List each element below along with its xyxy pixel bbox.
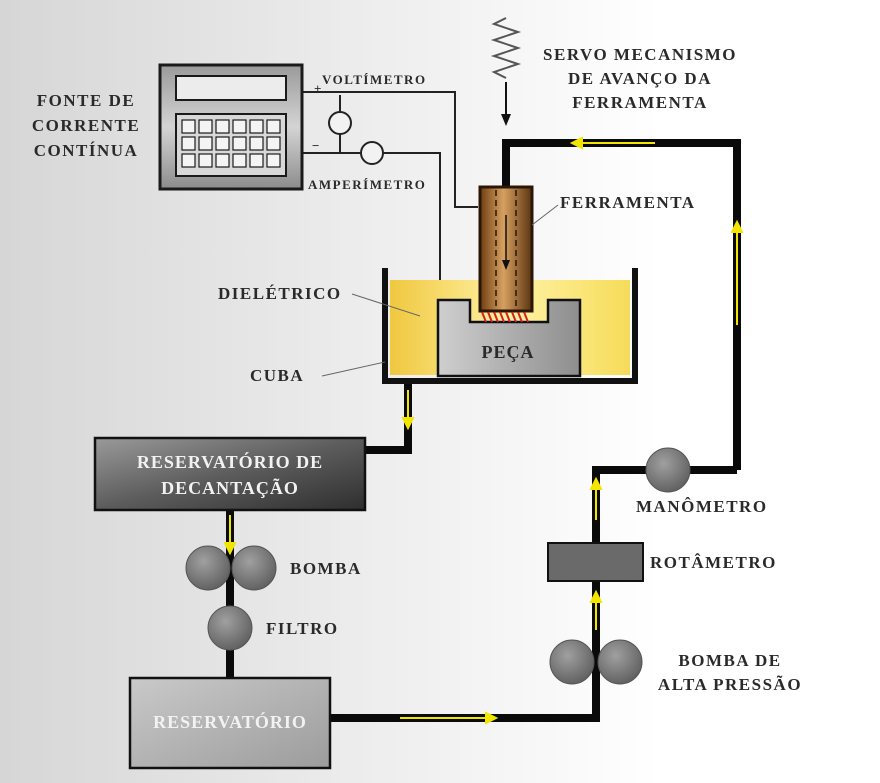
pump <box>185 545 277 591</box>
rotameter <box>547 542 644 582</box>
filter <box>207 605 253 651</box>
keypad-key <box>181 153 196 168</box>
keypad-key <box>232 153 247 168</box>
power-source-label-line-2: CORRENTE <box>32 116 140 135</box>
servo-label-line-1: SERVO MECANISMO <box>543 45 737 64</box>
pipe-tank-to-settling <box>365 382 412 454</box>
servo-label-line-2: DE AVANÇO DA <box>568 69 712 88</box>
servo-label: SERVO MECANISMO DE AVANÇO DA FERRAMENTA <box>543 45 737 112</box>
leader-lines <box>321 204 559 377</box>
power-source-label-line-3: CONTÍNUA <box>34 141 139 160</box>
keypad-key <box>198 119 213 134</box>
servo-feed-arrow <box>501 114 511 126</box>
power-supply <box>158 63 304 191</box>
keypad-key <box>215 136 230 151</box>
polarity-plus: + <box>314 81 323 96</box>
high-pressure-pump-label: BOMBA DE ALTA PRESSÃO <box>658 651 802 694</box>
settling-reservoir <box>93 436 367 512</box>
reservoir <box>128 676 332 770</box>
keypad-key <box>181 119 196 134</box>
flow-arrows <box>223 136 744 725</box>
settling-reservoir-label: RESERVATÓRIO DE DECANTAÇÃO <box>137 451 323 498</box>
dielectric-label: DIELÉTRICO <box>218 284 342 303</box>
pump-label: BOMBA <box>290 559 362 578</box>
ammeter-gauge <box>360 141 384 165</box>
keypad-key <box>198 153 213 168</box>
high-pressure-pump-label-line-1: BOMBA DE <box>678 651 781 670</box>
polarity-minus: − <box>312 138 321 153</box>
keypad-key <box>249 153 264 168</box>
settling-reservoir-label-line-1: RESERVATÓRIO DE <box>137 451 323 472</box>
filter-label: FILTRO <box>266 619 339 638</box>
servo-spring <box>490 17 522 79</box>
voltmeter-label: VOLTÍMETRO <box>322 72 427 87</box>
tool-electrode <box>478 185 534 323</box>
high-pressure-pump <box>549 639 643 685</box>
reservoir-label: RESERVATÓRIO <box>153 711 307 732</box>
servo-label-line-3: FERRAMENTA <box>572 93 708 112</box>
power-source-label: FONTE DE CORRENTE CONTÍNUA <box>32 91 140 160</box>
rotameter-label: ROTÂMETRO <box>650 553 777 572</box>
keypad-keys <box>181 119 281 168</box>
keypad-key <box>181 136 196 151</box>
workpiece <box>436 298 582 378</box>
keypad-key <box>215 153 230 168</box>
power-source-label-line-1: FONTE DE <box>37 91 135 110</box>
manometer-label: MANÔMETRO <box>636 497 768 516</box>
keypad-key <box>266 136 281 151</box>
spark-zone <box>481 311 529 323</box>
workpiece-label: PEÇA <box>482 342 535 362</box>
tool-label: FERRAMENTA <box>560 193 696 212</box>
keypad-key <box>215 119 230 134</box>
keypad-key <box>249 136 264 151</box>
electrical-wires <box>302 91 478 315</box>
keypad-key <box>266 119 281 134</box>
manometer <box>645 447 691 493</box>
keypad-key <box>249 119 264 134</box>
settling-reservoir-label-line-2: DECANTAÇÃO <box>161 477 299 498</box>
tank-label: CUBA <box>250 366 304 385</box>
keypad-key <box>232 119 247 134</box>
ammeter-label: AMPERÍMETRO <box>308 177 426 192</box>
keypad-key <box>266 153 281 168</box>
voltmeter-gauge <box>328 111 352 135</box>
keypad-key <box>232 136 247 151</box>
power-supply-display <box>175 75 287 101</box>
keypad-key <box>198 136 213 151</box>
high-pressure-pump-label-line-2: ALTA PRESSÃO <box>658 675 802 694</box>
